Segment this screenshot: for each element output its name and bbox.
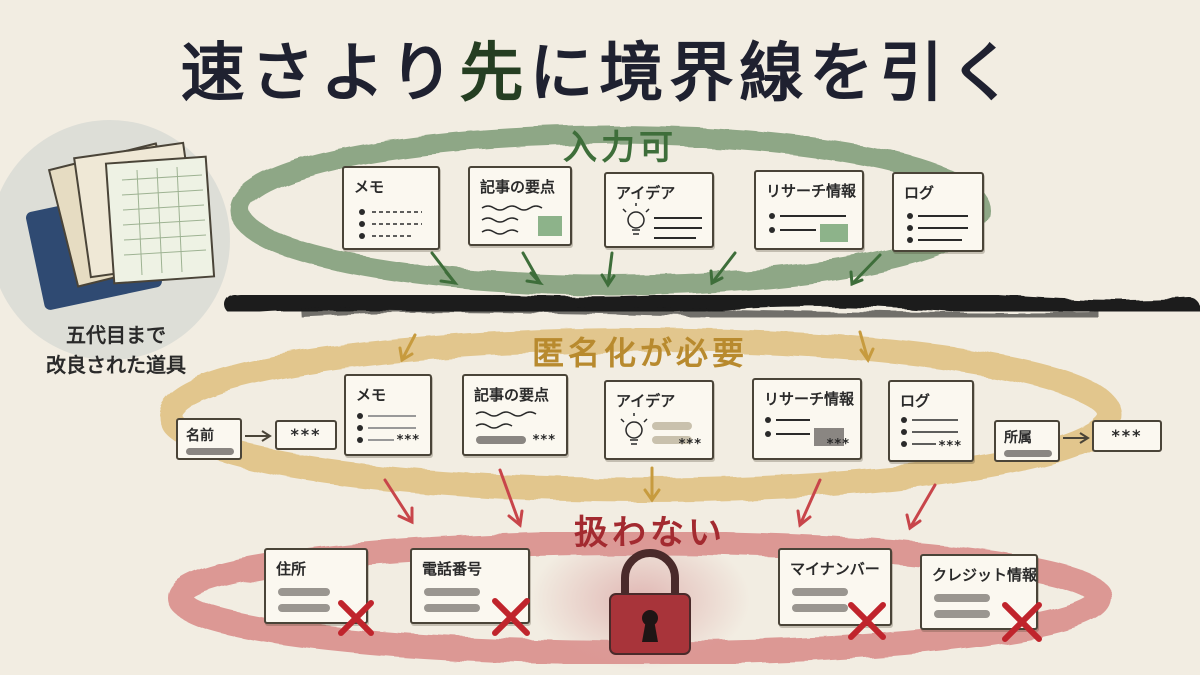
title-part1: 速さより [180, 37, 460, 111]
anonymize-card-log: ログ *** [888, 380, 974, 462]
mask-text: *** [532, 433, 556, 448]
forbidden-arrows [383, 468, 937, 531]
cross-icon [1002, 602, 1042, 642]
notebook-caption-line2: 改良された道具 [46, 353, 186, 377]
allowed-zone-label: 入力可 [563, 128, 677, 168]
wavy-lines-icon [475, 411, 537, 444]
card-title: クレジット情報 [932, 566, 1038, 584]
redacted-lines [934, 594, 990, 618]
forbidden-zone-label: 扱わない [574, 513, 726, 553]
redacted-lines [278, 588, 330, 612]
affiliation-field-label: 所属 [1004, 430, 1032, 446]
card-title: リサーチ情報 [764, 390, 855, 408]
redacted-lines [424, 588, 480, 612]
redacted-bar [1004, 450, 1052, 457]
field-arrows [245, 430, 1090, 444]
forbidden-card-address: 住所 [264, 548, 368, 624]
lightbulb-icon [620, 413, 692, 445]
allowed-arrows [430, 251, 882, 288]
bullet-list-icon [765, 417, 844, 446]
boundary-line [225, 286, 1200, 320]
cross-icon [492, 598, 530, 636]
card-title: 住所 [276, 560, 307, 578]
boundary-line-shadow [299, 304, 1101, 321]
allowed-card-memo: メモ [342, 166, 440, 250]
padlock-icon [609, 549, 691, 655]
masked-affiliation-box: *** [1092, 420, 1162, 452]
name-field-label: 名前 [186, 428, 214, 444]
name-field-card: 名前 [176, 418, 242, 460]
mask-text: *** [678, 437, 702, 452]
affiliation-field-card: 所属 [994, 420, 1060, 462]
bullet-list-icon [357, 413, 416, 443]
allowed-card-log: ログ [892, 172, 984, 252]
card-title: メモ [354, 178, 385, 196]
allowed-card-article: 記事の要点 [468, 166, 572, 246]
mask-text: *** [826, 437, 850, 452]
card-title: リサーチ情報 [766, 182, 857, 200]
card-title: メモ [356, 386, 387, 404]
card-title: ログ [900, 392, 931, 410]
card-title: マイナンバー [790, 560, 880, 578]
notebooks-illustration [25, 141, 216, 310]
bullet-list-icon [907, 213, 968, 243]
lightbulb-icon [622, 203, 702, 239]
cross-icon [338, 600, 374, 636]
forbidden-card-credit: クレジット情報 [920, 554, 1038, 630]
anonymize-arrows [398, 330, 875, 364]
anonymize-zone-label: 匿名化が必要 [531, 334, 748, 372]
forbidden-card-phone: 電話番号 [410, 548, 530, 624]
bullet-list-icon [769, 213, 848, 242]
bullet-list-icon [359, 209, 422, 239]
anonymize-zone-loop [158, 328, 1122, 502]
card-title: アイデア [616, 392, 676, 410]
notebook-icon [25, 141, 216, 310]
masked-name-box: *** [275, 420, 337, 450]
cross-icon [848, 602, 886, 640]
allowed-card-idea: アイデア [604, 172, 714, 248]
redacted-lines [792, 588, 848, 612]
page-title: 速さより先に境界線を引く [0, 22, 1200, 114]
card-title: 記事の要点 [480, 178, 556, 196]
mask-text: *** [938, 439, 962, 454]
anonymize-card-research: リサーチ情報 *** [752, 378, 862, 460]
mask-text: *** [396, 433, 420, 448]
anonymize-card-memo: メモ *** [344, 374, 432, 456]
anonymize-card-idea: アイデア *** [604, 380, 714, 460]
card-title: 電話番号 [422, 560, 483, 578]
redacted-bar [186, 448, 234, 455]
forbidden-card-mynumber: マイナンバー [778, 548, 892, 626]
center-down-arrow [643, 466, 661, 503]
title-part3: に境界線を引く [529, 37, 1020, 111]
title-part2: 先 [459, 37, 530, 111]
wavy-lines-icon [481, 205, 562, 236]
notebook-caption-line1: 五代目まで [66, 323, 166, 347]
card-title: 記事の要点 [474, 386, 550, 404]
notebook-caption: 五代目まで 改良された道具 [16, 320, 216, 380]
bullet-list-icon [901, 417, 958, 447]
allowed-card-research: リサーチ情報 [754, 170, 864, 250]
card-title: アイデア [616, 184, 676, 202]
card-title: ログ [904, 184, 935, 202]
anonymize-card-article: 記事の要点 *** [462, 374, 568, 456]
